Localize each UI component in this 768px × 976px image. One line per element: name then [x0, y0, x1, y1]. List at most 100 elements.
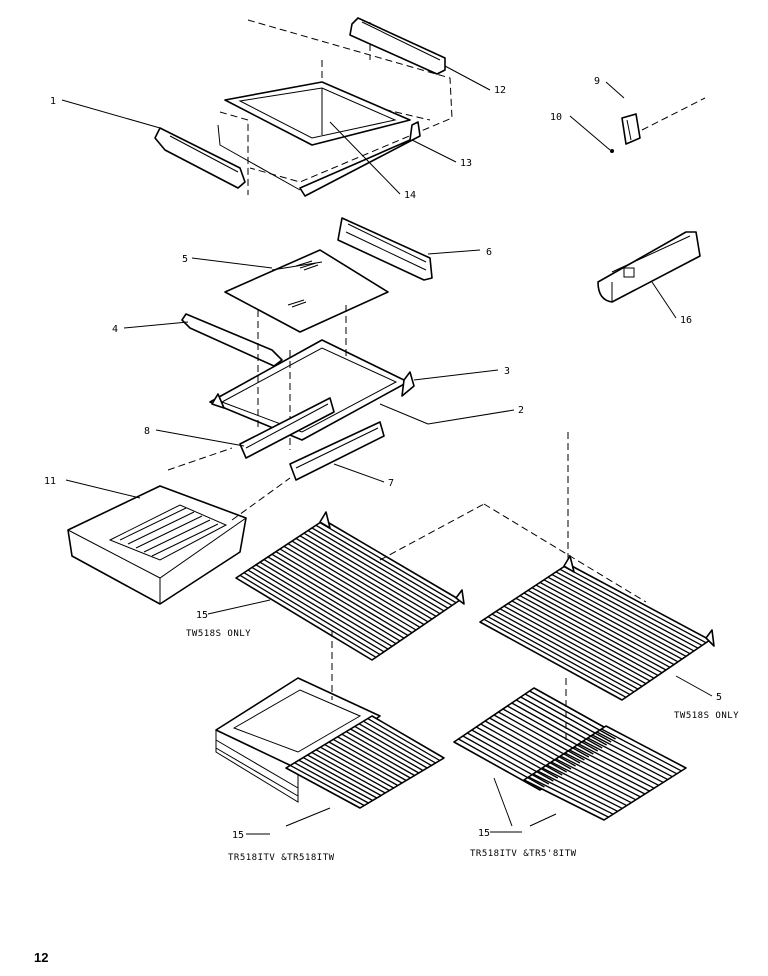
callout-13: 13: [460, 158, 472, 169]
callout-2: 2: [518, 405, 524, 416]
wire-rod: [275, 551, 413, 634]
callout-14: 14: [404, 190, 416, 201]
wire-rod: [511, 600, 655, 679]
wire-rod: [483, 618, 627, 698]
wire-rod: [319, 522, 457, 604]
wire-rod: [291, 540, 429, 623]
rail-part-8: [239, 397, 335, 459]
wire-rod: [489, 717, 576, 767]
wire-rod: [294, 762, 369, 804]
wire-rod: [287, 543, 425, 626]
wire-rod: [555, 758, 637, 801]
wire-rod: [243, 572, 381, 656]
callout-4: 4: [112, 324, 118, 335]
callouts: 1 12 13 14 9 10 5 6 16 4 3 2 8 7 11 15 T…: [34, 65, 739, 965]
wire-rod: [332, 738, 407, 782]
rear-rail-part-12: [349, 17, 446, 75]
wire-rod: [539, 581, 683, 660]
wire-rod: [578, 743, 659, 786]
crisper-drawer-part-11: [67, 447, 291, 605]
note-model-right: TR518ITV &TR5'8ITW: [470, 849, 577, 859]
bottom-left-assembly: [215, 630, 445, 809]
wire-rod: [484, 720, 572, 770]
front-trim-part-4: [181, 313, 283, 367]
callout-15-bottom-right: 15: [478, 828, 490, 839]
wire-rod: [551, 573, 695, 652]
note-tw518s-only-right: TW518S ONLY: [674, 711, 739, 721]
callout-10: 10: [550, 112, 562, 123]
wire-rod: [467, 732, 554, 782]
wire-rod: [527, 589, 671, 668]
wire-rod: [507, 705, 594, 755]
wire-rod: [529, 690, 616, 740]
wire-rod: [582, 740, 664, 784]
wire-rod: [546, 764, 628, 807]
wire-rod: [515, 699, 603, 749]
cover-frame-part-14: [224, 81, 411, 146]
wire-rod: [503, 605, 647, 685]
wire-rod: [564, 752, 646, 795]
wire-rod: [358, 723, 432, 767]
wire-rod: [559, 568, 703, 647]
wire-rod: [255, 564, 393, 647]
wire-rod: [601, 728, 682, 772]
wire-rod: [491, 613, 635, 693]
wire-rod: [487, 616, 631, 696]
note-tw518s-only-left: TW518S ONLY: [186, 629, 251, 639]
wire-rod: [524, 693, 612, 743]
wire-rod: [354, 725, 428, 769]
wire-rod: [592, 734, 673, 778]
wire-rod: [279, 548, 417, 631]
wire-rod: [307, 754, 382, 797]
wire-rod: [498, 711, 585, 761]
bin-part-16: [597, 231, 701, 303]
crisper-cover-frame-assembly: [154, 17, 453, 197]
callout-1: 1: [50, 96, 56, 107]
wire-rod: [307, 529, 445, 612]
wire-rod: [367, 718, 441, 762]
bottom-right-assembly: [453, 678, 687, 821]
wire-rod: [502, 708, 590, 758]
wire-rod: [551, 761, 632, 804]
wire-rod: [303, 532, 441, 615]
callout-9: 9: [594, 76, 600, 87]
wire-rod: [499, 608, 643, 687]
wire-rod: [283, 545, 421, 628]
callout-15-bottom-left: 15: [232, 830, 244, 841]
callout-5-top: 5: [182, 254, 188, 265]
callout-5-bottom: 5: [716, 692, 722, 703]
wire-rod: [267, 556, 405, 639]
front-rail-part-1: [154, 127, 246, 189]
wire-rod: [350, 728, 424, 772]
wire-shelf-left-part-15: [235, 511, 465, 661]
wire-rod: [458, 738, 545, 788]
wire-rod: [555, 571, 699, 649]
wire-rod: [299, 535, 437, 617]
wire-rod: [493, 714, 581, 764]
wire-rod: [563, 566, 707, 644]
wire-rod: [320, 746, 394, 789]
rear-rail-part-6: [337, 217, 433, 281]
wire-rod: [289, 764, 365, 807]
wire-rod: [251, 566, 389, 650]
wire-rod: [511, 702, 599, 752]
wire-rod: [532, 773, 614, 815]
side-rail-part-13: [299, 121, 421, 197]
wire-rod: [263, 558, 401, 642]
wire-rod: [537, 770, 618, 812]
callout-12: 12: [494, 85, 506, 96]
wire-rod: [271, 553, 409, 637]
wire-rod: [587, 737, 669, 781]
callout-3: 3: [504, 366, 510, 377]
wire-rod: [480, 723, 567, 773]
wire-rod: [337, 736, 411, 779]
wire-rod: [341, 733, 415, 777]
shelf-clip-part-9: [610, 97, 706, 153]
wire-rod: [298, 759, 373, 802]
callout-7: 7: [388, 478, 394, 489]
wire-rod: [315, 749, 390, 792]
wire-rod: [596, 731, 678, 775]
wire-rod: [560, 755, 641, 798]
wire-rod: [259, 561, 397, 645]
